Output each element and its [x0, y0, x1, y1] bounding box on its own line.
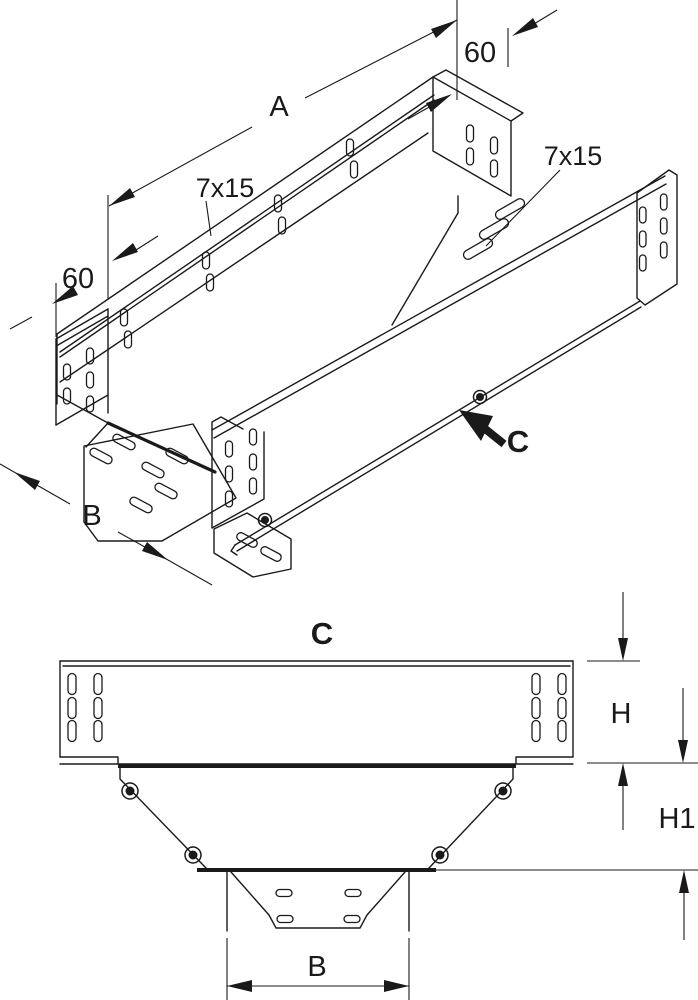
- section-view: C: [59, 592, 698, 1000]
- dim-label-h: H: [611, 698, 632, 730]
- dim-label-b-iso: B: [82, 500, 101, 532]
- section-cut-marker: C: [459, 410, 529, 459]
- section-cut-arrow-icon: [459, 410, 493, 441]
- dim-label-60-left: 60: [62, 263, 94, 295]
- dim-label-a: A: [269, 91, 289, 123]
- hole-callout-left: 7x15: [196, 173, 255, 237]
- funnel-bolt: [121, 782, 139, 800]
- section-cut-label: C: [507, 424, 529, 459]
- section-title: C: [311, 616, 333, 651]
- section-body: [59, 660, 574, 932]
- dim-label-b-section: B: [307, 951, 326, 983]
- dimension-60-top: 60: [407, 9, 558, 120]
- dimension-h1: H1: [436, 688, 698, 940]
- tray-structure: [55, 69, 678, 578]
- funnel-bolt: [184, 846, 202, 864]
- dimension-b-iso: B: [0, 463, 213, 586]
- clamp-bolt: [257, 512, 273, 528]
- dim-label-60-top: 60: [464, 37, 496, 69]
- isometric-view: A 60 60 7x15 7x15: [0, 0, 678, 586]
- dim-label-h1: H1: [658, 803, 695, 835]
- hole-callout-right: 7x15: [485, 141, 603, 247]
- clamp-bolt: [472, 389, 488, 405]
- dimension-b-section: B: [226, 938, 410, 1000]
- hole-label-right: 7x15: [544, 141, 603, 171]
- dimension-60-left: 60: [9, 235, 159, 337]
- hole-label-left: 7x15: [196, 173, 255, 203]
- funnel-bolt: [431, 846, 449, 864]
- funnel-bolt: [494, 782, 512, 800]
- dimension-a: A: [107, 0, 458, 300]
- dimension-h: H: [587, 592, 698, 830]
